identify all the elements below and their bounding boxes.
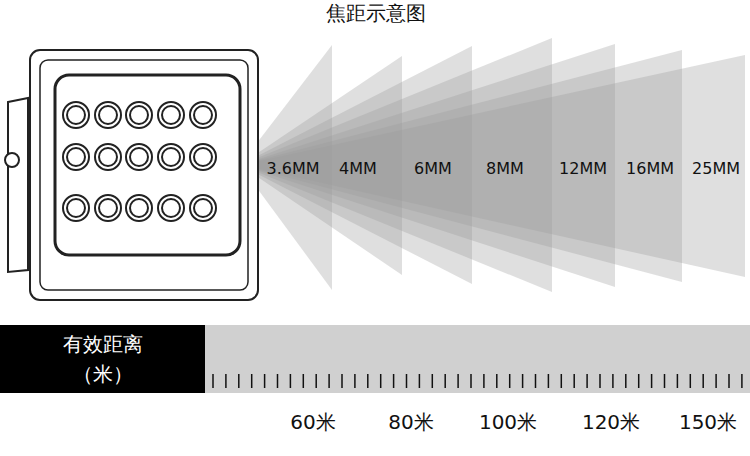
tick: [483, 374, 485, 388]
lens: [95, 195, 121, 221]
lens: [162, 148, 180, 166]
lens: [95, 144, 121, 170]
tick: [406, 374, 408, 388]
tick: [470, 374, 472, 388]
tick: [290, 374, 292, 388]
focal-length: 12MM: [559, 159, 607, 178]
lens: [190, 102, 216, 128]
lens: [99, 199, 117, 217]
lens: [130, 106, 148, 124]
tick: [728, 374, 730, 388]
lens: [63, 195, 89, 221]
tick: [702, 374, 704, 388]
tick: [715, 374, 717, 388]
tick: [367, 374, 369, 388]
tick: [225, 374, 227, 388]
tick: [444, 374, 446, 388]
tick: [586, 374, 588, 388]
tick: [277, 374, 279, 388]
lens: [194, 199, 212, 217]
tick: [419, 374, 421, 388]
tick: [496, 374, 498, 388]
lens: [158, 144, 184, 170]
tick: [264, 374, 266, 388]
tick: [303, 374, 305, 388]
distance-mark: 80米: [388, 409, 433, 436]
lens: [194, 106, 212, 124]
tick: [393, 374, 395, 388]
lens: [63, 144, 89, 170]
tick: [315, 374, 317, 388]
tick: [677, 374, 679, 388]
focal-length: 25MM: [692, 159, 740, 178]
distance-mark: 150米: [679, 409, 737, 436]
tick: [432, 374, 434, 388]
tick: [328, 374, 330, 388]
lens: [126, 102, 152, 128]
tick: [561, 374, 563, 388]
lens: [190, 195, 216, 221]
lens: [63, 102, 89, 128]
tick: [625, 374, 627, 388]
lens: [130, 148, 148, 166]
tick: [380, 374, 382, 388]
lens: [67, 148, 85, 166]
tick: [238, 374, 240, 388]
lens: [158, 102, 184, 128]
lens: [190, 144, 216, 170]
lens: [130, 199, 148, 217]
tick: [690, 374, 692, 388]
lens: [99, 106, 117, 124]
focal-length: 6MM: [414, 159, 452, 178]
lens: [99, 148, 117, 166]
tick: [573, 374, 575, 388]
tick: [509, 374, 511, 388]
lens: [95, 102, 121, 128]
beam-cones: [240, 38, 745, 292]
lens: [126, 195, 152, 221]
scale-bar: [0, 325, 750, 393]
tick: [548, 374, 550, 388]
focal-length: 16MM: [626, 159, 674, 178]
lens: [67, 199, 85, 217]
tick: [354, 374, 356, 388]
tick: [612, 374, 614, 388]
tick: [599, 374, 601, 388]
tick: [651, 374, 653, 388]
lens: [162, 106, 180, 124]
tick: [664, 374, 666, 388]
lens: [194, 148, 212, 166]
tick: [212, 374, 214, 388]
tick: [535, 374, 537, 388]
floodlight: [5, 50, 258, 300]
distance-mark: 120米: [582, 409, 640, 436]
tick: [638, 374, 640, 388]
tick: [741, 374, 743, 388]
focal-length: 8MM: [486, 159, 524, 178]
focal-length: 3.6MM: [266, 159, 319, 178]
distance-mark: 100米: [479, 409, 537, 436]
scale-ticks: [213, 374, 742, 388]
legend-box: 有效距离 （米）: [0, 325, 205, 393]
tick: [251, 374, 253, 388]
tick: [457, 374, 459, 388]
distance-mark: 60米: [290, 409, 335, 436]
lens: [158, 195, 184, 221]
lens: [126, 144, 152, 170]
box-label: 有效距离 （米）: [53, 329, 153, 389]
diagram-title: 焦距示意图: [326, 0, 426, 27]
lens: [162, 199, 180, 217]
tick: [341, 374, 343, 388]
lens: [67, 106, 85, 124]
tick: [522, 374, 524, 388]
lens-array: [63, 102, 216, 221]
focal-length: 4MM: [339, 159, 377, 178]
